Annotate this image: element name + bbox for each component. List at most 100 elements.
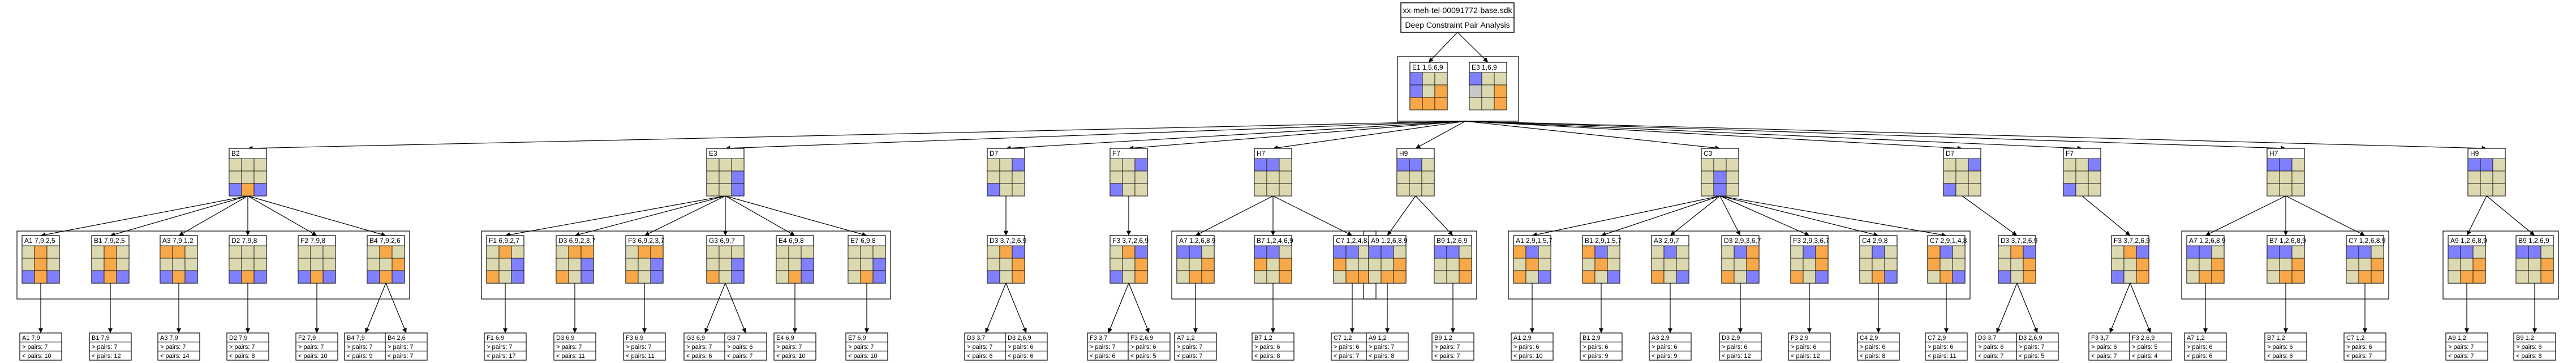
grid-cell bbox=[2075, 158, 2089, 172]
grid-cell bbox=[229, 158, 242, 172]
leaf-l3: < pairs: 8 bbox=[1254, 353, 1280, 360]
level2-node: F7 bbox=[2063, 148, 2101, 197]
grid-cell bbox=[1607, 258, 1620, 271]
grid-cell bbox=[987, 183, 1000, 197]
leaf-l2: > pairs: 7 bbox=[487, 344, 513, 351]
grid-cell bbox=[241, 258, 255, 271]
edge-arrow bbox=[1962, 195, 2018, 236]
grid-cell bbox=[1651, 245, 1665, 259]
grid-cell bbox=[498, 270, 512, 284]
grid-cell bbox=[2111, 258, 2125, 271]
grid-cell bbox=[1815, 245, 1829, 259]
grid-cell bbox=[1409, 158, 1422, 172]
leaf-label: C7 1,2 bbox=[2346, 335, 2364, 341]
level3-node: A7 1,2,6,8,9 bbox=[1176, 235, 1216, 284]
leaf-l3: < pairs: 10 bbox=[22, 353, 51, 360]
leaf-l2: > pairs: 7 bbox=[686, 344, 712, 351]
grid-cell bbox=[1469, 72, 1482, 86]
leaf-l2: > pairs: 7 bbox=[626, 344, 652, 351]
grid-cell bbox=[1955, 183, 1969, 197]
leaf-l2: > pairs: 7 bbox=[388, 344, 414, 351]
grid-cell bbox=[46, 258, 60, 271]
leaf-l3: < pairs: 9 bbox=[1652, 353, 1678, 360]
edge-arrow bbox=[505, 195, 726, 237]
grid-cell bbox=[1254, 258, 1267, 271]
leaf-l3: < pairs: 6 bbox=[686, 353, 712, 360]
leaf-label: A7 1,2 bbox=[2187, 335, 2205, 341]
leaf-l2: > pairs: 6 bbox=[2091, 344, 2117, 351]
edge-arrow bbox=[704, 283, 726, 334]
grid-cell bbox=[2492, 183, 2506, 197]
grid-cell bbox=[2023, 270, 2036, 284]
node-label: A9 1,2,6,8,9 bbox=[2450, 237, 2487, 245]
grid-cell bbox=[999, 183, 1013, 197]
level2-node: D7 bbox=[987, 148, 1025, 197]
grid-cell bbox=[1333, 258, 1347, 271]
leaf-node: A1 2,9> pairs: 6< pairs: 10 bbox=[1511, 332, 1554, 361]
leaf-l2: > pairs: 6 bbox=[1582, 344, 1609, 351]
grid-cell bbox=[776, 258, 789, 271]
node-label: B1 2,9,1,5,7 bbox=[1585, 237, 1622, 245]
edge-arrow bbox=[1465, 121, 1963, 151]
grid-cell bbox=[2472, 270, 2486, 284]
edge-arrow bbox=[247, 195, 386, 237]
leaf-node: E7 6,9> pairs: 7< pairs: 10 bbox=[845, 332, 888, 361]
level2-node: F7 bbox=[1109, 148, 1148, 197]
leaf-l3: < pairs: 8 bbox=[229, 353, 255, 360]
leaf-label: G3 7 bbox=[727, 335, 741, 341]
grid-cell bbox=[2063, 170, 2076, 184]
edge-arrow bbox=[247, 121, 1466, 151]
grid-cell bbox=[392, 258, 405, 271]
node-label: G3 6,9,7 bbox=[709, 237, 735, 245]
grid-cell bbox=[1927, 258, 1941, 271]
grid-cell bbox=[1393, 245, 1407, 259]
level3-node: E7 6,9,8 bbox=[848, 235, 886, 284]
grid-cell bbox=[999, 245, 1013, 259]
grid-cell bbox=[1859, 245, 1873, 259]
leaf-l3: < pairs: 6 bbox=[2267, 353, 2293, 360]
edge-arrow bbox=[1465, 121, 2286, 151]
leaf-label: F3 3,7 bbox=[2091, 335, 2109, 341]
grid-cell bbox=[1939, 270, 1953, 284]
leaf-l3: < pairs: 6 bbox=[1090, 353, 1116, 360]
grid-cell bbox=[719, 270, 732, 284]
grid-cell bbox=[1109, 170, 1123, 184]
leaf-l2: > pairs: 7 bbox=[229, 344, 255, 351]
grid-cell bbox=[1109, 258, 1123, 271]
grid-cell bbox=[2088, 183, 2101, 197]
grid-cell bbox=[229, 258, 242, 271]
top-node: E1 1,5,6,9 bbox=[1409, 62, 1448, 110]
grid-cell bbox=[241, 183, 255, 197]
level3-node: A1 7,9,2,5 bbox=[21, 235, 60, 284]
grid-cell bbox=[1122, 183, 1136, 197]
level3-node: A9 1,2,6,8,9 bbox=[1368, 235, 1408, 284]
grid-cell bbox=[706, 158, 720, 172]
grid-cell bbox=[987, 270, 1000, 284]
grid-cell bbox=[160, 245, 173, 259]
level3-node: E4 6,9,8 bbox=[776, 235, 814, 284]
grid-cell bbox=[1734, 270, 1747, 284]
grid-cell bbox=[1676, 258, 1689, 271]
grid-cell bbox=[2075, 183, 2089, 197]
grid-cell bbox=[1582, 258, 1596, 271]
node-label: B9 1,2,6,9 bbox=[2518, 237, 2549, 245]
grid-cell bbox=[2123, 270, 2137, 284]
leaf-node: F3 2,6,9> pairs: 6< pairs: 5 bbox=[1128, 332, 1171, 361]
leaf-label: D2 7,9 bbox=[229, 335, 247, 341]
edge-arrow bbox=[365, 283, 386, 334]
grid-cell bbox=[1726, 183, 1739, 197]
leaf-l3: < pairs: 9 bbox=[347, 353, 373, 360]
grid-cell bbox=[2515, 270, 2529, 284]
leaf-l2: > pairs: 7 bbox=[556, 344, 582, 351]
grid-cell bbox=[650, 258, 664, 271]
grid-cell bbox=[2267, 258, 2280, 271]
leaf-l3: < pairs: 12 bbox=[92, 353, 121, 360]
grid-cell bbox=[580, 245, 594, 259]
leaf-l2: > pairs: 7 bbox=[347, 344, 373, 351]
level3-node: B1 2,9,1,5,7 bbox=[1582, 235, 1622, 284]
node-label: F3 2,9,3,6,7 bbox=[1793, 237, 1829, 245]
edge-arrow bbox=[1272, 195, 1353, 236]
leaf-l3: < pairs: 7 bbox=[1434, 353, 1460, 360]
grid-cell bbox=[2186, 270, 2200, 284]
grid-cell bbox=[116, 258, 130, 271]
